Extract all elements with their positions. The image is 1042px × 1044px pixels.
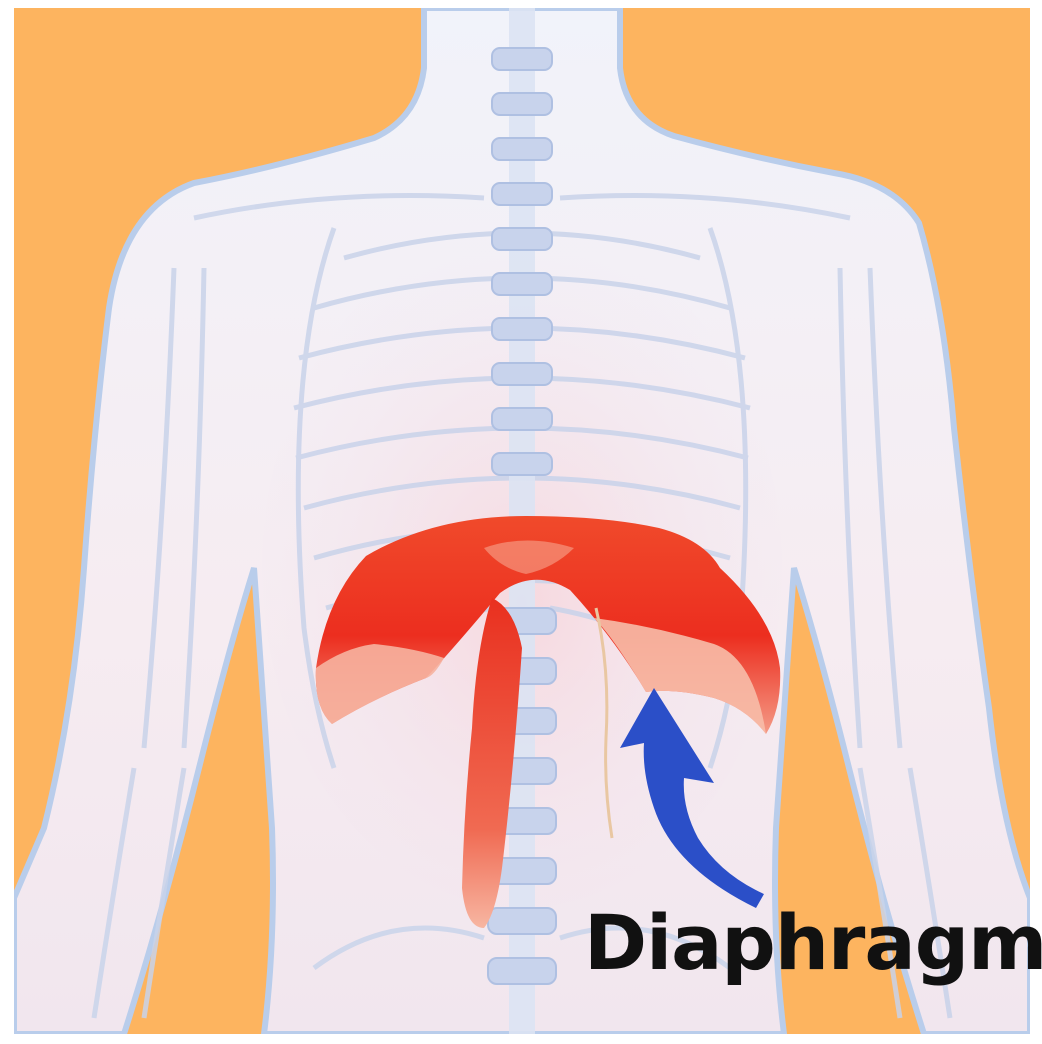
anatomy-illustration — [14, 8, 1030, 1034]
illustration-frame — [14, 8, 1030, 1034]
diaphragm-label: Diaphragm — [584, 905, 1042, 981]
